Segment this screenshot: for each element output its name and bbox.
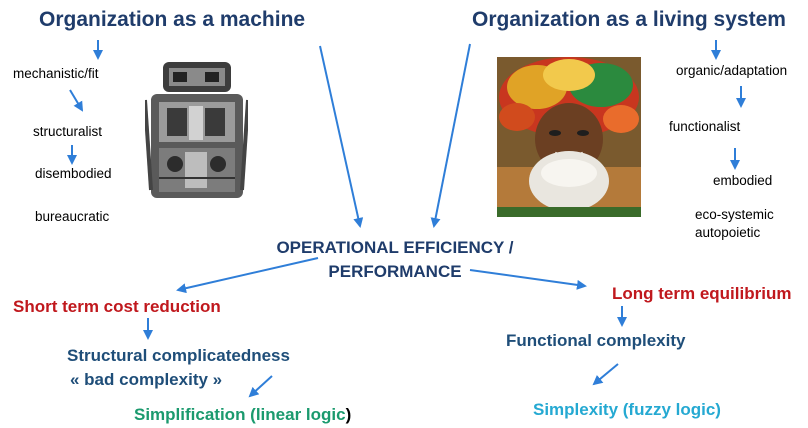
left-item-mechanistic: mechanistic/fit bbox=[13, 66, 99, 81]
short-term-heading: Short term cost reduction bbox=[13, 297, 221, 316]
left-item-bureaucratic: bureaucratic bbox=[35, 209, 110, 224]
right-item-autopoietic: autopoietic bbox=[695, 225, 761, 240]
functional-complexity: Functional complexity bbox=[506, 331, 686, 350]
right-item-eco-systemic: eco-systemic bbox=[695, 207, 774, 222]
arrow-machine-to-center bbox=[319, 45, 364, 228]
arrow-structural-to-simplification bbox=[248, 375, 273, 398]
arrow-living-to-center bbox=[430, 43, 471, 228]
simplexity-result: Simplexity (fuzzy logic) bbox=[533, 400, 721, 419]
long-term-heading: Long term equilibrium bbox=[612, 284, 792, 303]
left-item-structuralist: structuralist bbox=[33, 124, 103, 139]
tribal-elder-photo bbox=[497, 57, 641, 217]
bad-complexity: « bad complexity » bbox=[70, 370, 223, 389]
right-item-functionalist: functionalist bbox=[669, 119, 741, 134]
arrow-left-mechanistic-structuralist bbox=[69, 89, 84, 112]
right-item-embodied: embodied bbox=[713, 173, 773, 188]
arrow-functional-to-simplexity bbox=[592, 363, 619, 386]
right-item-organic: organic/adaptation bbox=[676, 63, 788, 78]
left-item-disembodied: disembodied bbox=[35, 166, 112, 181]
center-line-2: PERFORMANCE bbox=[328, 262, 462, 281]
center-node: OPERATIONAL EFFICIENCY / PERFORMANCE bbox=[240, 236, 550, 284]
structural-complicatedness: Structural complicatedness bbox=[67, 346, 290, 365]
simplification-close-paren: ) bbox=[345, 405, 352, 424]
right-title: Organization as a living system bbox=[472, 8, 786, 31]
robot-machine-photo bbox=[145, 60, 248, 200]
arrow-center-to-long-term bbox=[469, 269, 587, 290]
left-title: Organization as a machine bbox=[39, 8, 306, 31]
simplification-text: Simplification (linear logic bbox=[134, 405, 346, 424]
arrow-center-to-short-term bbox=[176, 257, 319, 294]
simplification-result: Simplification (linear logic) bbox=[134, 405, 351, 425]
center-line-1: OPERATIONAL EFFICIENCY / bbox=[276, 238, 514, 257]
